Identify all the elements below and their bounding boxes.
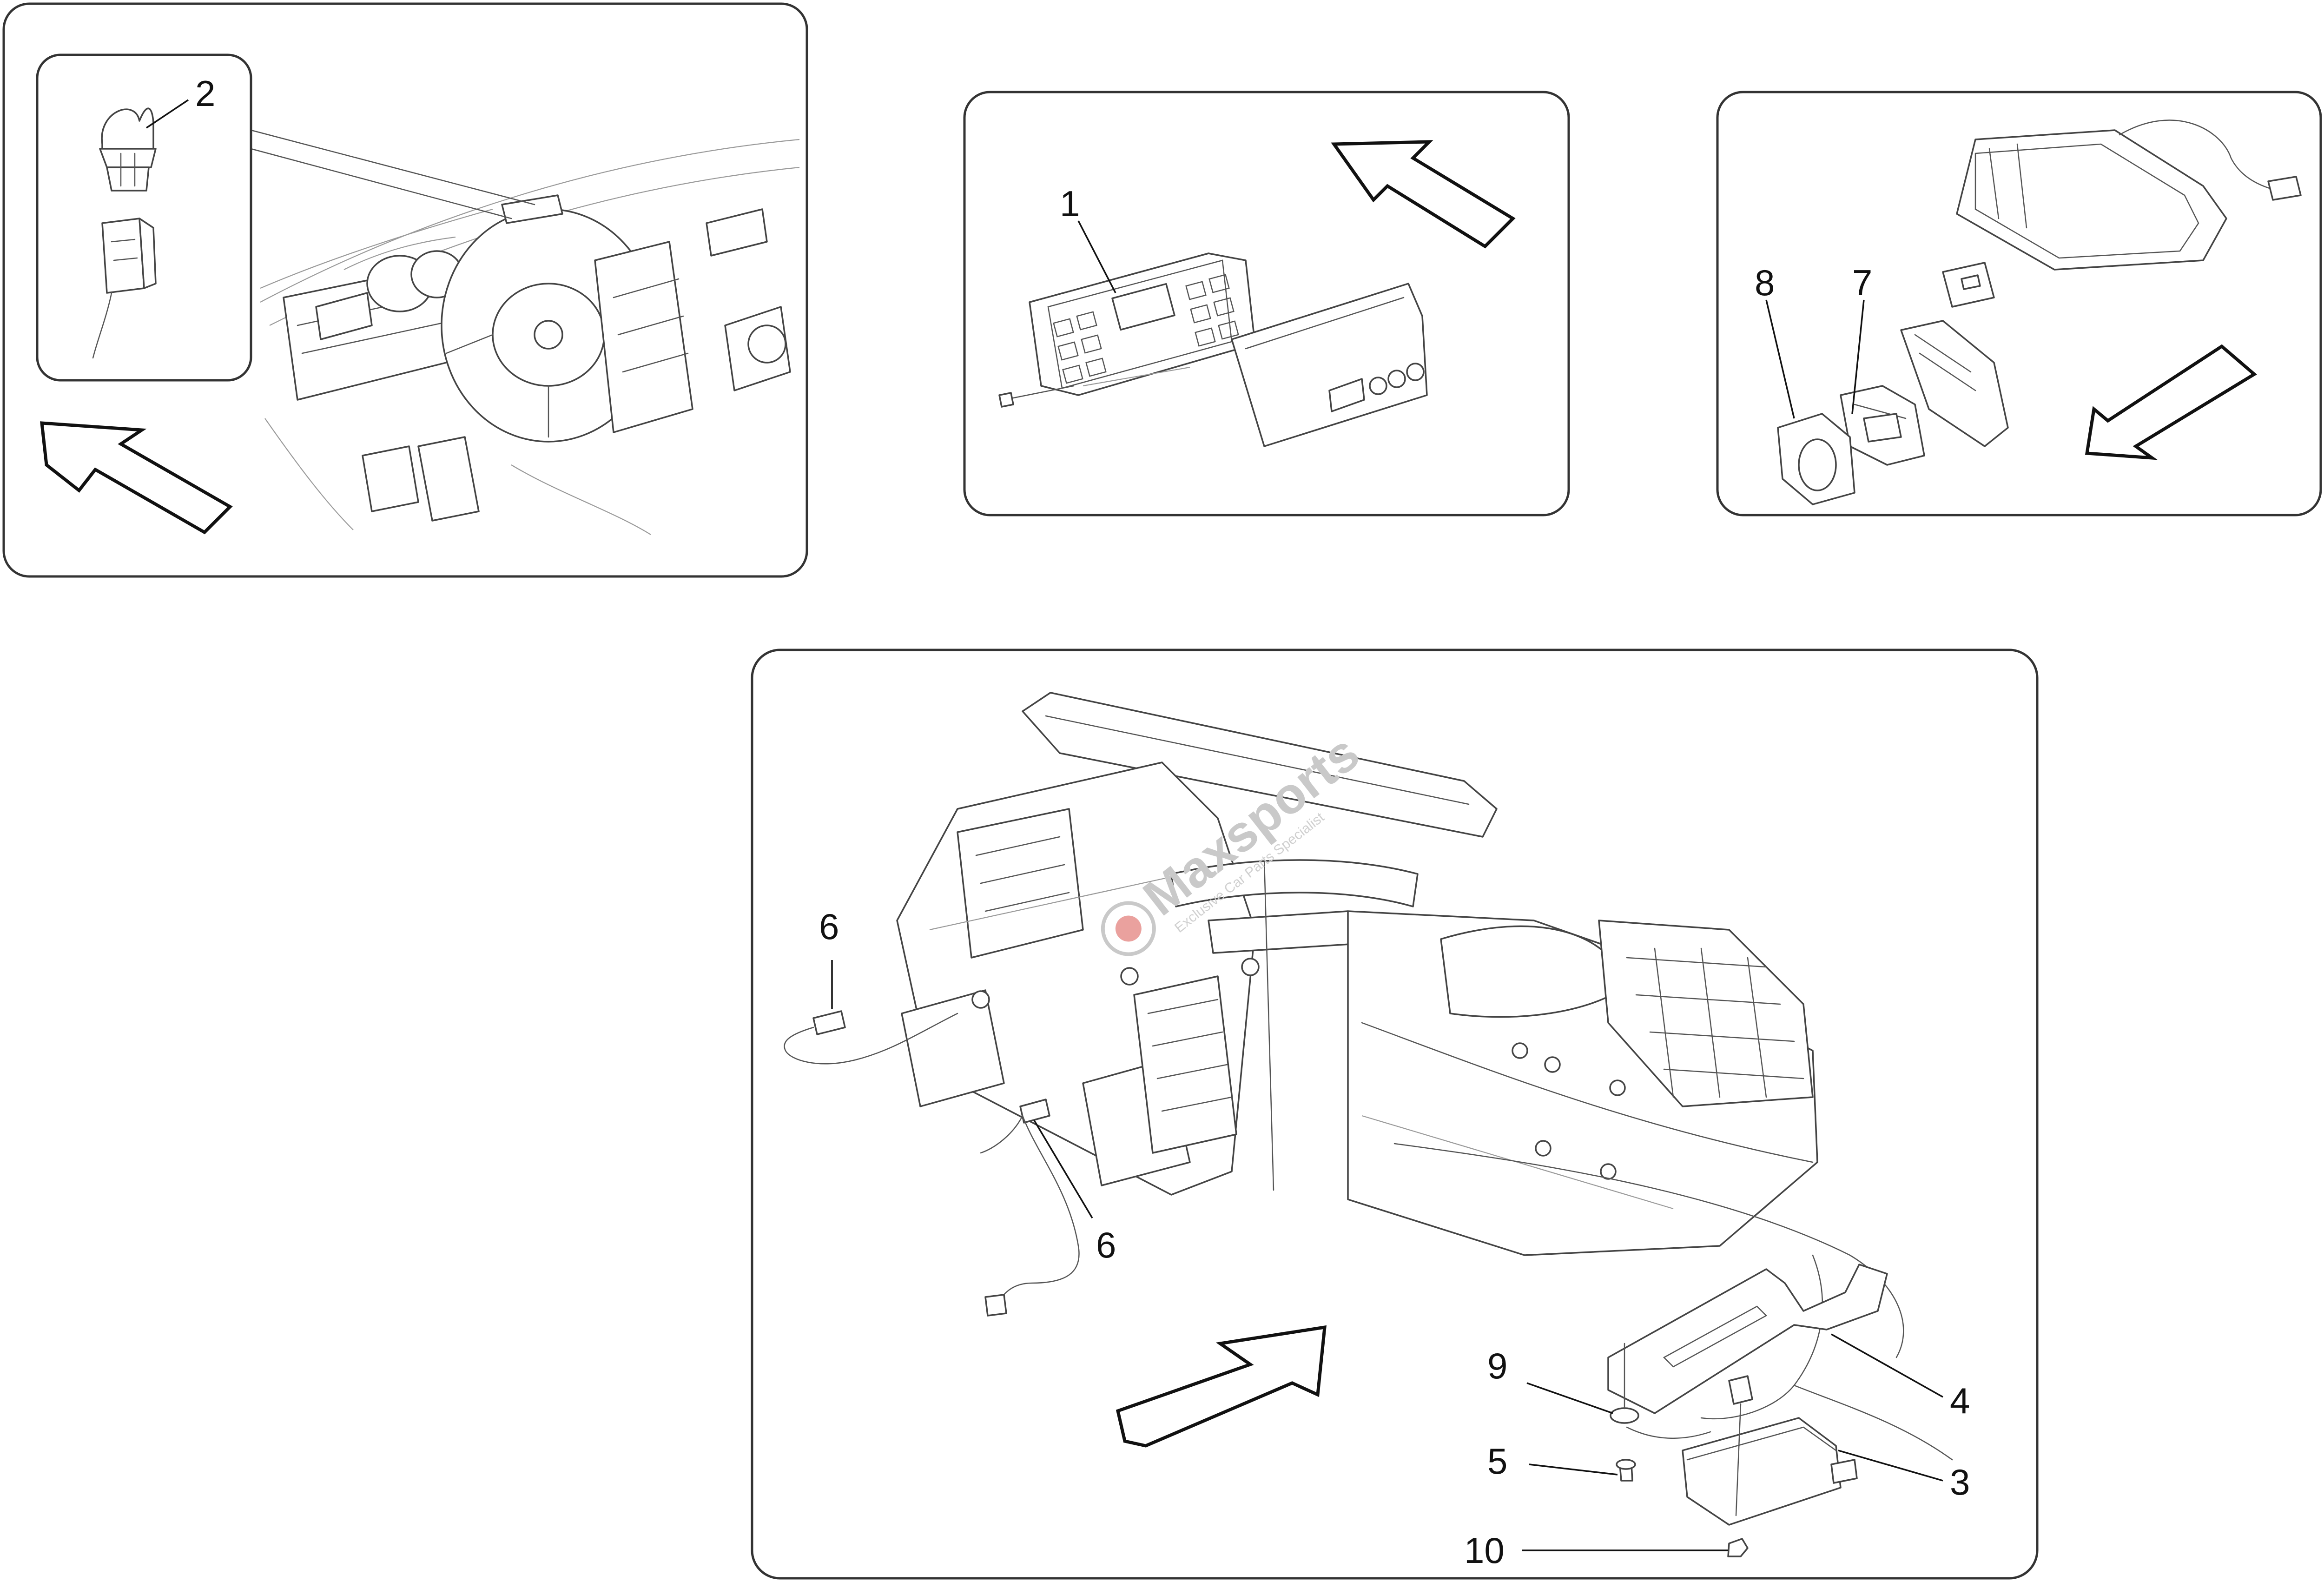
leader-6-lower xyxy=(1033,1120,1093,1218)
callout-6-lower: 6 xyxy=(1096,1225,1116,1265)
bracket-part xyxy=(1607,1264,1888,1414)
dashboard-illustration xyxy=(260,139,800,535)
callout-4: 4 xyxy=(1950,1380,1970,1421)
leader-9 xyxy=(1526,1382,1613,1414)
leader-2 xyxy=(146,99,189,129)
leader-4 xyxy=(1831,1333,1943,1398)
callout-2: 2 xyxy=(195,73,215,114)
panel-hvac-unit: 6 6 xyxy=(751,649,2039,1580)
control-module-part xyxy=(1682,1375,1858,1526)
blower-housing-part xyxy=(1347,910,1818,1256)
inset-pointer-line xyxy=(250,129,535,205)
rear-view-mirror-part xyxy=(1956,119,2302,271)
direction-arrow-c xyxy=(2085,344,2257,460)
leader-7 xyxy=(1851,299,1865,414)
temperature-sensor-lower-part xyxy=(980,1099,1080,1317)
callout-7: 7 xyxy=(1852,262,1872,303)
upper-duct-part xyxy=(1022,692,1498,838)
washer-part xyxy=(1610,1343,1639,1424)
callout-3: 3 xyxy=(1950,1462,1970,1503)
climate-control-unit-part xyxy=(998,252,1256,408)
hvac-pipes-part xyxy=(1170,859,1419,1191)
leader-1 xyxy=(1077,220,1116,293)
cover-part xyxy=(1777,413,1855,505)
callout-8: 8 xyxy=(1755,262,1775,303)
wiring-harness-part xyxy=(1393,1143,1953,1461)
callout-5: 5 xyxy=(1487,1441,1507,1482)
leader-3 xyxy=(1838,1450,1943,1482)
panel-climate-control: 1 xyxy=(963,91,1570,516)
leader-5 xyxy=(1529,1463,1618,1476)
callout-1: 1 xyxy=(1060,183,1080,224)
temperature-sensor-upper-part xyxy=(784,1010,958,1065)
dashboard-bezel-part xyxy=(1231,283,1428,447)
screw-part xyxy=(1616,1459,1636,1482)
hvac-left-housing-part xyxy=(896,761,1260,1196)
nut-part xyxy=(1727,1538,1749,1557)
sensor-bulb-part xyxy=(99,107,157,192)
direction-arrow-d xyxy=(1116,1325,1327,1448)
rain-sensor-part xyxy=(1942,262,1995,308)
inset-frame xyxy=(36,53,252,382)
direction-arrow-a xyxy=(40,421,233,535)
panel-dashboard: 2 xyxy=(2,2,808,578)
mirror-base-part xyxy=(1900,320,2009,447)
callout-9: 9 xyxy=(1487,1345,1507,1386)
callout-10: 10 xyxy=(1464,1530,1505,1571)
sensor-connector-part xyxy=(92,218,157,359)
callout-6-upper: 6 xyxy=(819,906,839,947)
panel-mirror-sensor: 8 7 xyxy=(1716,91,2322,516)
direction-arrow-b xyxy=(1331,140,1516,249)
leader-8 xyxy=(1765,299,1795,419)
sensor-bracket-part xyxy=(1840,385,1925,466)
